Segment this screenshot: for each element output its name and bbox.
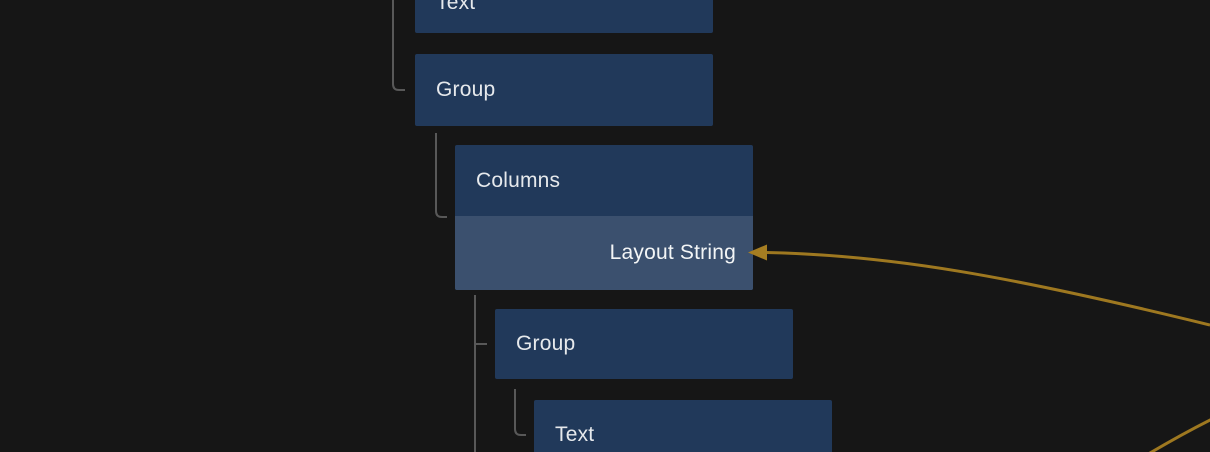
connection-wire-bottom-right[interactable] [1145,418,1210,452]
node-header: Columns [455,145,753,216]
node-header: Text [534,400,832,452]
node-header: Text [415,0,713,33]
node-label: Text [555,423,595,446]
node-label: Group [436,78,496,101]
node-header: Group [495,309,793,379]
port-layout-string[interactable]: Layout String [455,216,753,290]
tree-connector-elbow-group [392,0,405,91]
connection-wire-layout-string[interactable] [765,251,1210,327]
node-label: Group [516,332,576,355]
node-columns[interactable]: Columns Layout String [455,145,753,290]
node-group-1[interactable]: Group [415,54,713,126]
node-label: Columns [476,168,561,192]
tree-connector-elbow-text2 [514,389,526,436]
node-text-2[interactable]: Text [534,400,832,452]
node-label: Text [436,0,476,14]
tree-connector-elbow-columns [435,133,447,218]
port-label: Layout String [609,241,736,264]
node-text-1[interactable]: Text [415,0,713,33]
node-group-2[interactable]: Group [495,309,793,379]
node-header: Group [415,54,713,126]
